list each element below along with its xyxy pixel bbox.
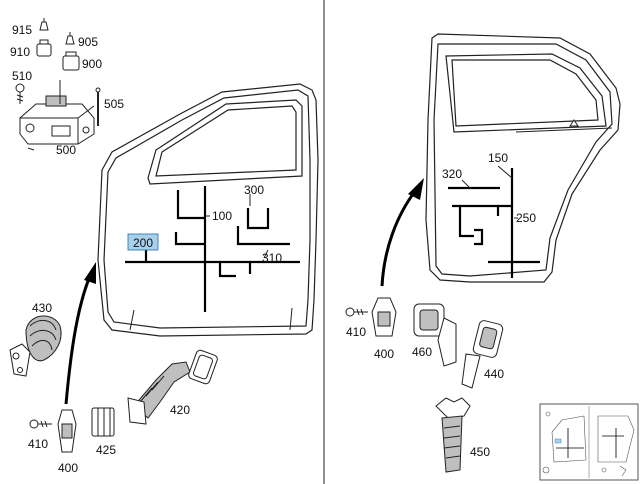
label-150: 150 xyxy=(488,151,508,165)
label-450: 450 xyxy=(470,445,490,459)
screw-410-rear xyxy=(345,307,368,317)
label-200-highlight xyxy=(127,233,159,251)
pin-505 xyxy=(95,87,101,126)
screw-510 xyxy=(15,83,25,104)
label-440: 440 xyxy=(484,367,504,381)
label-400-front: 400 xyxy=(58,461,78,475)
label-200: 200 xyxy=(133,236,153,250)
label-510: 510 xyxy=(12,69,32,83)
front-door-outline xyxy=(97,83,319,337)
label-505: 505 xyxy=(104,97,124,111)
harness-450 xyxy=(435,397,471,473)
connector-900 xyxy=(62,51,80,71)
front-arrow-head xyxy=(84,262,96,284)
rear-door-panel: 150 320 250 410 400 460 440 450 xyxy=(345,33,621,473)
boot-460 xyxy=(413,303,457,367)
harness-420 xyxy=(127,349,218,425)
front-arrow xyxy=(64,275,92,405)
label-910: 910 xyxy=(10,45,30,59)
label-410-front: 410 xyxy=(28,437,48,451)
label-410-rear: 410 xyxy=(346,325,366,339)
label-430: 430 xyxy=(32,301,52,315)
grommet-400-front xyxy=(57,409,77,453)
front-leaders xyxy=(27,80,269,259)
connector-425 xyxy=(91,407,115,437)
rear-arrow-head xyxy=(408,178,424,200)
label-400-rear: 400 xyxy=(374,347,394,361)
boot-440 xyxy=(461,320,504,389)
rear-leaders xyxy=(461,165,518,219)
connector-910 xyxy=(36,39,52,57)
control-module-500 xyxy=(19,95,95,145)
label-905: 905 xyxy=(78,35,98,49)
connector-915 xyxy=(39,18,49,31)
label-320: 320 xyxy=(442,167,462,181)
rear-door-outline xyxy=(425,33,621,283)
front-harness xyxy=(125,186,300,312)
screw-410-front xyxy=(29,419,52,429)
label-300: 300 xyxy=(244,183,264,197)
label-250: 250 xyxy=(516,211,536,225)
grommet-400-rear xyxy=(371,297,397,337)
label-420: 420 xyxy=(170,403,190,417)
harness-430 xyxy=(9,315,62,377)
label-900: 900 xyxy=(82,57,102,71)
rear-arrow xyxy=(380,189,418,287)
label-425: 425 xyxy=(96,443,116,457)
overview-thumbnail[interactable] xyxy=(539,403,639,481)
connector-905 xyxy=(65,32,75,45)
label-500: 500 xyxy=(56,143,76,157)
label-915: 915 xyxy=(12,23,32,37)
label-460: 460 xyxy=(412,345,432,359)
rear-harness xyxy=(448,168,540,278)
label-310: 310 xyxy=(262,251,282,265)
label-100: 100 xyxy=(212,209,232,223)
front-door-panel: 915 910 905 900 510 505 500 300 100 200 … xyxy=(9,18,319,475)
